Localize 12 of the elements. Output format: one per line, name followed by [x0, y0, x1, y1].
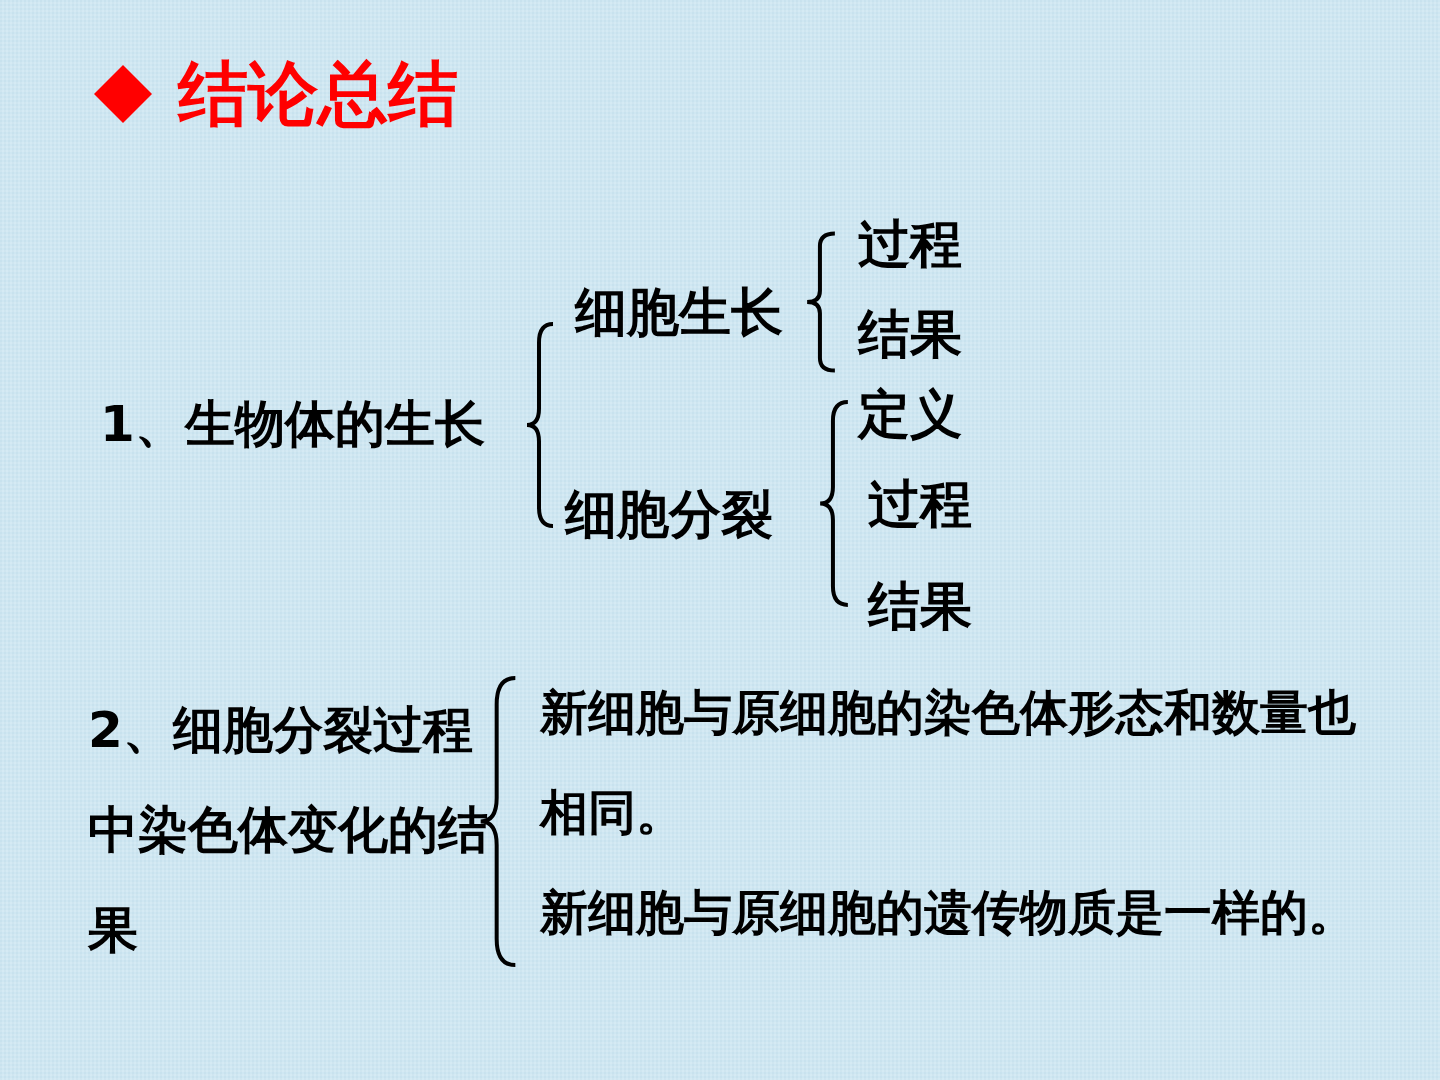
outline-text: 新细胞与原细胞的染色体形态和数量也相同。 — [540, 683, 1357, 842]
outline-text: 1、生物体的生长 — [100, 394, 486, 455]
outline-text: 定义 — [858, 383, 962, 446]
outline-text: 结果 — [868, 575, 972, 638]
outline-text: 结果 — [858, 303, 962, 366]
outline-text: 过程 — [858, 213, 962, 276]
outline-text: 细胞分裂 — [565, 483, 773, 546]
outline-text: 新细胞与原细胞的遗传物质是一样的。 — [540, 883, 1357, 942]
outline-text: 过程 — [868, 473, 972, 536]
outline-text: 2、细胞分裂过程中染色体变化的结果 — [88, 700, 488, 961]
outline-text: 细胞生长 — [575, 281, 783, 344]
slide-title: 结论总结 — [178, 52, 458, 137]
